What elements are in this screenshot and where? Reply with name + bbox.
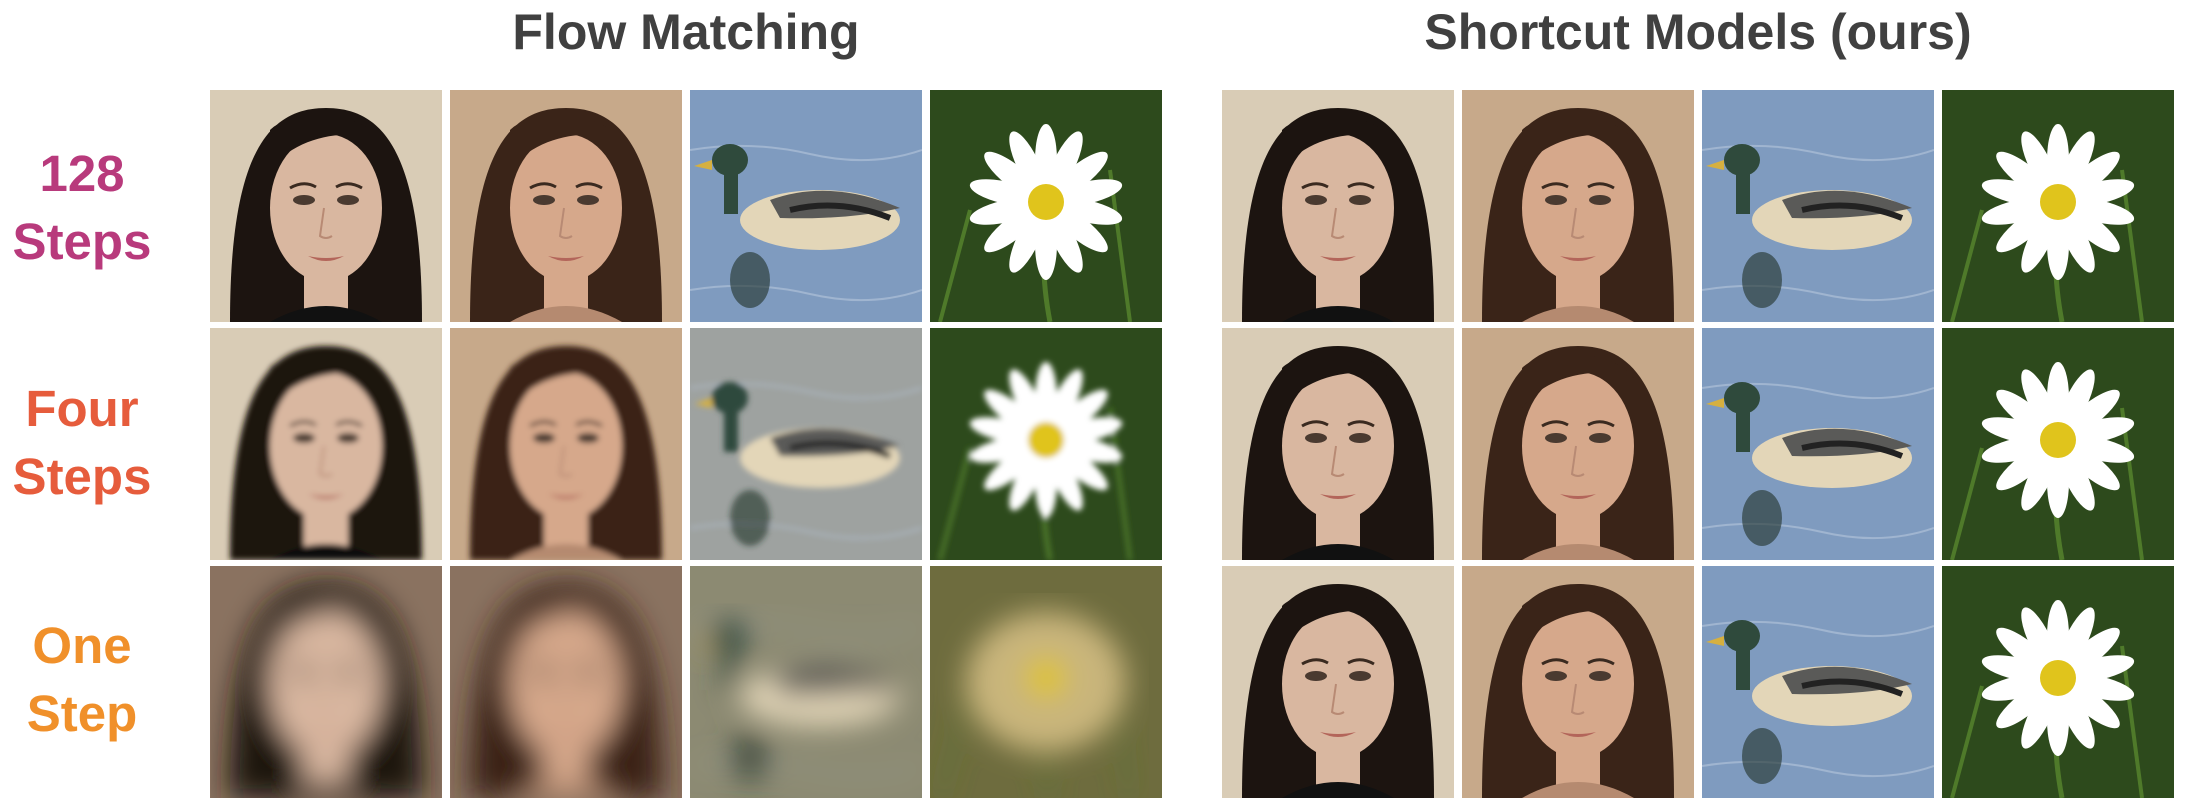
flow-matching-face-image-row2-col2 (450, 328, 682, 560)
flow-matching-face-image-row1-col2 (450, 90, 682, 322)
flow-matching-face-sample (450, 566, 682, 798)
shortcut-face-image-row3-col1 (1222, 566, 1454, 798)
flow-matching-daisy-sample (930, 90, 1162, 322)
flow-matching-face-sample (210, 328, 442, 560)
shortcut-face-sample (1222, 328, 1454, 560)
shortcut-duck-image-row1-col3 (1702, 90, 1934, 322)
shortcut-duck-image-row2-col3 (1702, 328, 1934, 560)
flow-matching-daisy-image-row3-col4 (930, 566, 1162, 798)
shortcut-duck-sample (1702, 566, 1934, 798)
flow-matching-daisy-sample (930, 566, 1162, 798)
shortcut-face-sample (1462, 90, 1694, 322)
shortcut-daisy-image-row3-col4 (1942, 566, 2174, 798)
flow-matching-face-sample (450, 328, 682, 560)
shortcut-face-image-row1-col2 (1462, 90, 1694, 322)
shortcut-face-sample (1222, 90, 1454, 322)
shortcut-face-sample (1222, 566, 1454, 798)
title-flow-matching: Flow Matching (512, 4, 860, 60)
flow-matching-duck-sample (690, 328, 922, 560)
shortcut-daisy-image-row1-col4 (1942, 90, 2174, 322)
shortcut-daisy-image-row2-col4 (1942, 328, 2174, 560)
shortcut-duck-sample (1702, 328, 1934, 560)
flow-matching-duck-image-row3-col3 (690, 566, 922, 798)
shortcut-face-sample (1462, 328, 1694, 560)
row-label-128-steps: 128 Steps (12, 145, 152, 270)
flow-matching-grid (210, 90, 1162, 798)
row-label-one-step: One Step (26, 617, 138, 742)
flow-matching-duck-image-row1-col3 (690, 90, 922, 322)
flow-matching-duck-sample (690, 90, 922, 322)
shortcut-models-grid (1222, 90, 2174, 798)
shortcut-face-image-row2-col1 (1222, 328, 1454, 560)
title-shortcut-models: Shortcut Models (ours) (1424, 4, 1972, 60)
flow-matching-face-sample (210, 566, 442, 798)
shortcut-face-sample (1462, 566, 1694, 798)
row-label-four-steps: Four Steps (12, 380, 152, 505)
flow-matching-face-image-row3-col1 (210, 566, 442, 798)
flow-matching-face-sample (450, 90, 682, 322)
shortcut-duck-sample (1702, 90, 1934, 322)
shortcut-daisy-sample (1942, 328, 2174, 560)
flow-matching-face-sample (210, 90, 442, 322)
flow-matching-face-image-row3-col2 (450, 566, 682, 798)
flow-matching-daisy-sample (930, 328, 1162, 560)
flow-matching-face-image-row1-col1 (210, 90, 442, 322)
shortcut-duck-image-row3-col3 (1702, 566, 1934, 798)
flow-matching-duck-image-row2-col3 (690, 328, 922, 560)
flow-matching-duck-sample (690, 566, 922, 798)
shortcut-daisy-sample (1942, 566, 2174, 798)
flow-matching-daisy-image-row2-col4 (930, 328, 1162, 560)
shortcut-face-image-row2-col2 (1462, 328, 1694, 560)
shortcut-face-image-row3-col2 (1462, 566, 1694, 798)
shortcut-daisy-sample (1942, 90, 2174, 322)
shortcut-face-image-row1-col1 (1222, 90, 1454, 322)
flow-matching-daisy-image-row1-col4 (930, 90, 1162, 322)
flow-matching-face-image-row2-col1 (210, 328, 442, 560)
